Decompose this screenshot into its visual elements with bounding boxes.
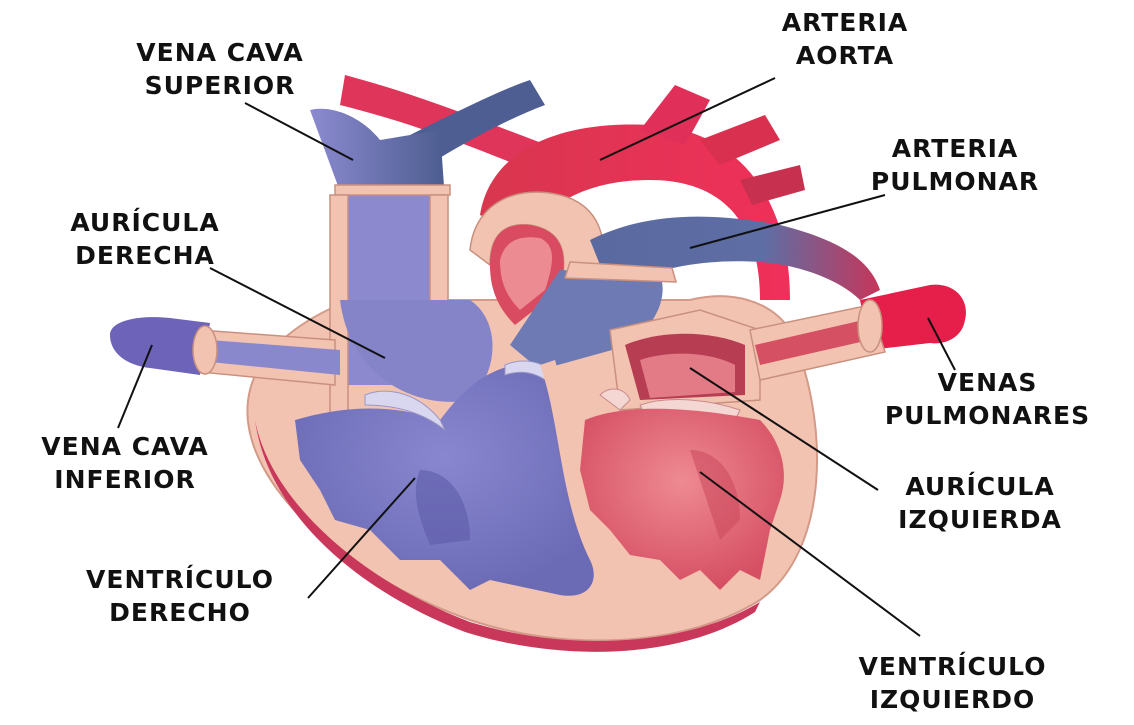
pulmonary-trunk-inner — [500, 237, 552, 310]
label-arteria-aorta: ARTERIA AORTA — [781, 8, 909, 70]
pulmonary-vein-lumen — [755, 318, 878, 365]
label-arteria-pulmonar: ARTERIA PULMONAR — [870, 134, 1040, 196]
left-atrium-inner — [640, 353, 735, 398]
label-vena-cava-inferior: VENA CAVA INFERIOR — [41, 432, 209, 494]
label-auricula-izquierda: AURÍCULA IZQUIERDA — [898, 472, 1062, 534]
aorta-branch-3 — [740, 165, 805, 205]
septum — [540, 360, 600, 540]
rv-outflow-wall — [563, 261, 678, 283]
aortic-arch — [480, 124, 790, 300]
svc-cut-rim — [334, 184, 451, 196]
label-auricula-derecha: AURÍCULA DERECHA — [70, 208, 220, 270]
rv-inner-shadow — [415, 470, 470, 545]
tricuspid-valve — [364, 390, 446, 431]
pulmonary-vein-opening — [857, 299, 883, 353]
label-ventriculo-izquierdo: VENTRÍCULO IZQUIERDO — [858, 652, 1047, 714]
label-ventriculo-derecho: VENTRÍCULO DERECHO — [86, 565, 274, 627]
aortic-valve — [599, 388, 631, 411]
label-vena-cava-superior: VENA CAVA SUPERIOR — [136, 38, 304, 100]
label-venas-pulmonares: VENAS PULMONARES — [884, 368, 1091, 430]
ivc-opening — [192, 325, 218, 375]
